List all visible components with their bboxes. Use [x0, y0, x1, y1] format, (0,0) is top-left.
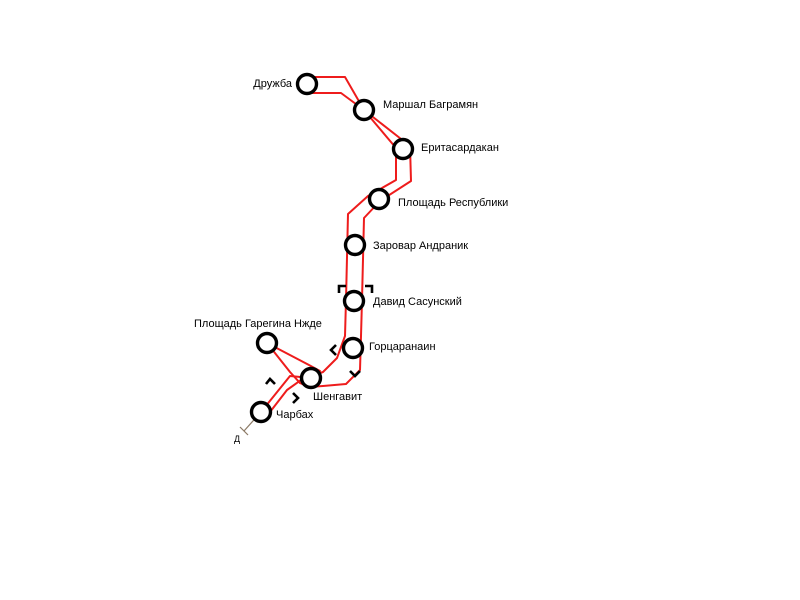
station-marker-zoravar-andranik[interactable]: [343, 233, 367, 257]
portal-bracket-gorts-upper: [329, 344, 337, 356]
station-label-druzhba: Дружба: [253, 78, 293, 90]
track-branch-nzhde-a: [266, 342, 301, 384]
depot-spur-end: [239, 426, 249, 436]
station-marker-gortsaranain[interactable]: [341, 336, 365, 360]
portal-bracket-shengavit-upper: [264, 377, 276, 385]
station-gortsaranain[interactable]: Горцаранаин: [341, 336, 436, 360]
depot-label: Д: [234, 434, 240, 444]
station-yeritasardakan[interactable]: Еритасардакан: [391, 137, 499, 161]
portal-bracket-david-left: [337, 284, 346, 293]
station-label-garegin-nzhde-square: Площадь Гарегина Нжде: [194, 318, 322, 330]
station-marker-druzhba[interactable]: [295, 72, 319, 96]
tunnel-portals: [264, 284, 374, 404]
station-marker-republic-square[interactable]: [367, 187, 391, 211]
portal-bracket-shengavit-lower: [292, 392, 300, 404]
station-marker-garegin-nzhde-square[interactable]: [255, 331, 279, 355]
stations: Дружба Маршал Баграмян Еритасардакан Пло…: [194, 72, 509, 424]
station-label-david-sasunsky: Давид Сасунский: [373, 296, 462, 308]
station-garegin-nzhde-square[interactable]: Площадь Гарегина Нжде: [194, 318, 322, 355]
station-marker-marshal-baghramyan[interactable]: [352, 98, 376, 122]
station-david-sasunsky[interactable]: Давид Сасунский: [342, 289, 462, 313]
station-marker-david-sasunsky[interactable]: [342, 289, 366, 313]
station-republic-square[interactable]: Площадь Республики: [367, 187, 509, 211]
station-label-marshal-baghramyan: Маршал Баграмян: [383, 99, 478, 111]
station-shengavit[interactable]: Шенгавит: [299, 366, 363, 404]
station-label-zoravar-andranik: Заровар Андраник: [373, 240, 468, 252]
station-zoravar-andranik[interactable]: Заровар Андраник: [343, 233, 469, 257]
station-marker-shengavit[interactable]: [299, 366, 323, 390]
station-marker-charbakh[interactable]: [249, 400, 273, 424]
station-label-yeritasardakan: Еритасардакан: [421, 142, 499, 154]
portal-bracket-gorts-lower: [349, 370, 361, 378]
portal-bracket-david-right: [365, 284, 374, 293]
line-tracks: [239, 76, 412, 436]
station-marker-yeritasardakan[interactable]: [391, 137, 415, 161]
station-marshal-baghramyan[interactable]: Маршал Баграмян: [352, 98, 479, 122]
station-label-shengavit: Шенгавит: [313, 391, 362, 403]
station-label-republic-square: Площадь Республики: [398, 197, 508, 209]
station-druzhba[interactable]: Дружба: [253, 72, 319, 96]
track-rail-left: [269, 92, 397, 413]
station-label-charbakh: Чарбах: [276, 409, 314, 421]
station-label-gortsaranain: Горцаранаин: [369, 341, 436, 353]
station-charbakh[interactable]: Чарбах: [249, 400, 314, 424]
